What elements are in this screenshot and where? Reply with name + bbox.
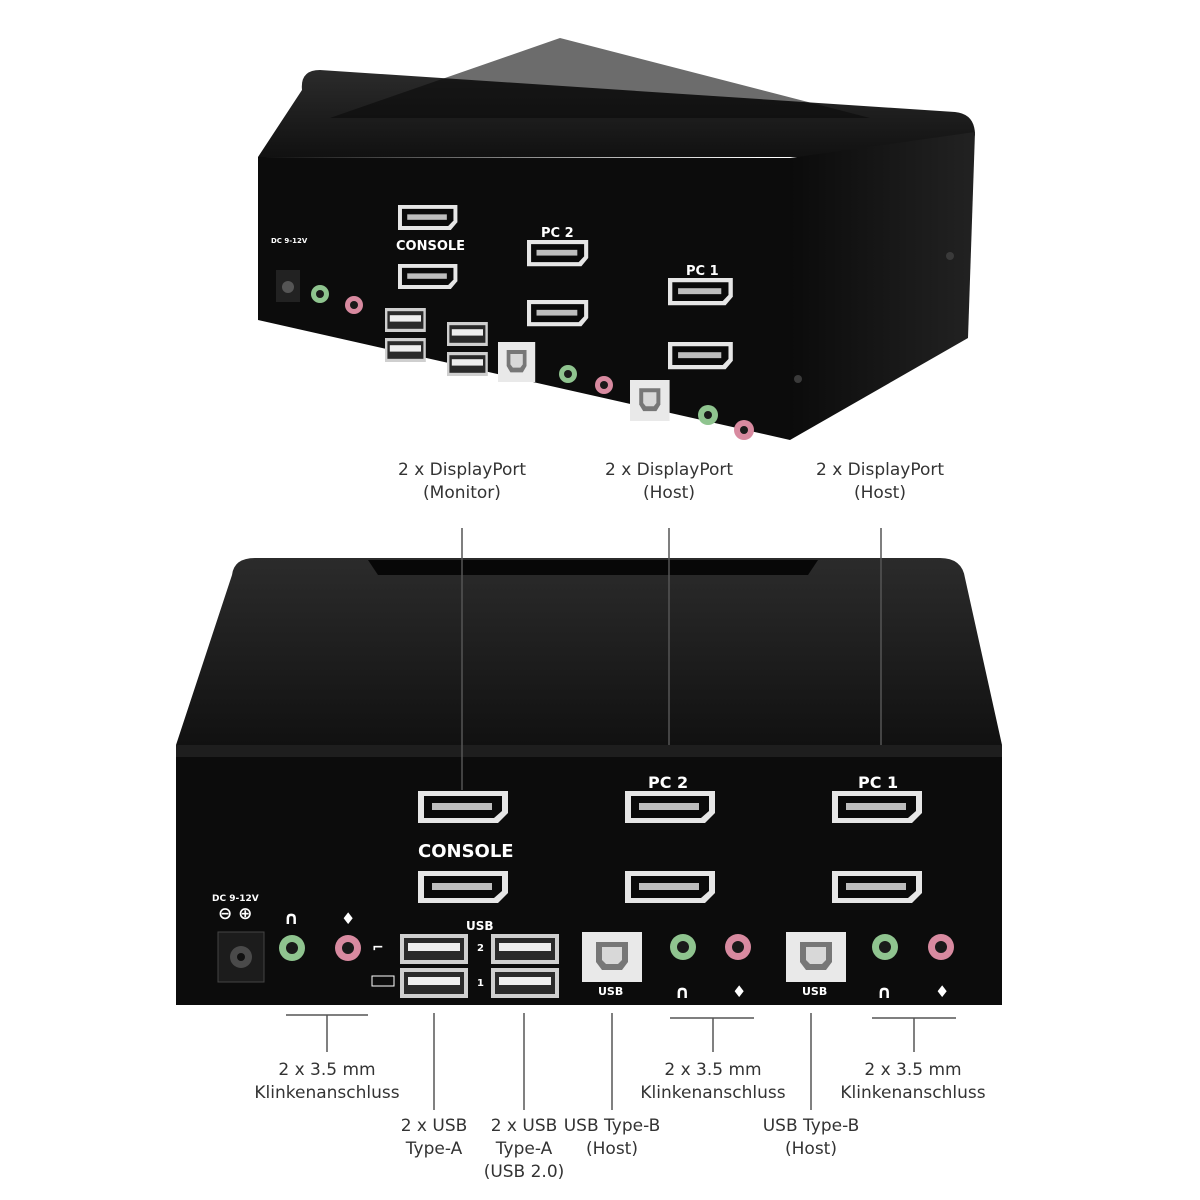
callout-audio-jacks-pc1: 2 x 3.5 mm Klinkenanschluss	[831, 1059, 995, 1105]
callout-usb-type-a-usb2: 2 x USB Type-A (USB 2.0)	[474, 1115, 574, 1184]
microphone-icon: ♦	[341, 909, 355, 928]
bottom-device-photo: CONSOLE PC 2 PC 1 DC 9-12V ⊖ ⊕ ∩ ♦ USB 2…	[176, 558, 1002, 1005]
usb-b-label-pc1: USB	[802, 985, 827, 998]
top-pc2-label: PC 2	[541, 226, 574, 241]
keyboard-icon	[371, 975, 395, 987]
callout-line: 2 x 3.5 mm	[278, 1060, 376, 1080]
callout-line: Type-A	[495, 1139, 553, 1159]
callout-line: 2 x USB	[400, 1116, 468, 1136]
usb-port-2-label: 2	[477, 943, 484, 954]
usb-hub-label: USB	[466, 919, 494, 933]
pc2-label: PC 2	[648, 773, 688, 792]
callout-line: USB Type-B	[762, 1116, 860, 1136]
callout-line: (Host)	[785, 1139, 837, 1159]
headphone-icon-pc1: ∩	[877, 982, 892, 1003]
callout-line: (USB 2.0)	[483, 1162, 565, 1182]
callout-displayport-host-pc2: 2 x DisplayPort (Host)	[589, 459, 749, 505]
callout-line: (Monitor)	[423, 483, 501, 503]
usb-port-1-label: 1	[477, 978, 484, 989]
callout-usb-type-b-pc1: USB Type-B (Host)	[756, 1115, 866, 1161]
headphone-icon-pc2: ∩	[675, 982, 690, 1003]
callout-line: USB Type-B	[563, 1116, 661, 1136]
callout-displayport-monitor: 2 x DisplayPort (Monitor)	[382, 459, 542, 505]
dc-label: DC 9-12V	[212, 894, 259, 904]
callout-line: (Host)	[586, 1139, 638, 1159]
top-console-label: CONSOLE	[396, 239, 465, 254]
pc1-label: PC 1	[858, 773, 898, 792]
callout-line: 2 x DisplayPort	[604, 460, 734, 480]
callout-usb-type-a: 2 x USB Type-A	[384, 1115, 484, 1161]
callout-line: 2 x USB	[490, 1116, 558, 1136]
microphone-icon-pc1: ♦	[935, 982, 949, 1001]
microphone-icon-pc2: ♦	[732, 982, 746, 1001]
callout-line: Klinkenanschluss	[640, 1083, 786, 1103]
callout-audio-jacks-pc2: 2 x 3.5 mm Klinkenanschluss	[631, 1059, 795, 1105]
dc-polarity-icon: ⊖ ⊕	[218, 904, 252, 924]
callout-line: 2 x 3.5 mm	[864, 1060, 962, 1080]
headphone-icon: ∩	[284, 908, 299, 929]
callout-line: 2 x 3.5 mm	[664, 1060, 762, 1080]
callout-lines	[286, 528, 956, 1110]
callout-usb-type-b-pc2: USB Type-B (Host)	[557, 1115, 667, 1161]
console-label: CONSOLE	[418, 841, 514, 862]
callout-line: Type-A	[405, 1139, 463, 1159]
callout-line: (Host)	[643, 483, 695, 503]
top-dc-label: DC 9-12V	[271, 237, 308, 245]
callout-displayport-host-pc1: 2 x DisplayPort (Host)	[800, 459, 960, 505]
callout-audio-jacks-console: 2 x 3.5 mm Klinkenanschluss	[245, 1059, 409, 1105]
callout-line: (Host)	[854, 483, 906, 503]
callout-line: 2 x DisplayPort	[397, 460, 527, 480]
callout-line: Klinkenanschluss	[254, 1083, 400, 1103]
top-device-photo: CONSOLE PC 2 PC 1 DC 9-12V	[258, 38, 975, 440]
top-pc1-label: PC 1	[686, 264, 719, 279]
mouse-icon: ⌐	[372, 940, 384, 956]
callout-line: 2 x DisplayPort	[815, 460, 945, 480]
usb-b-label-pc2: USB	[598, 985, 623, 998]
callout-line: Klinkenanschluss	[840, 1083, 986, 1103]
